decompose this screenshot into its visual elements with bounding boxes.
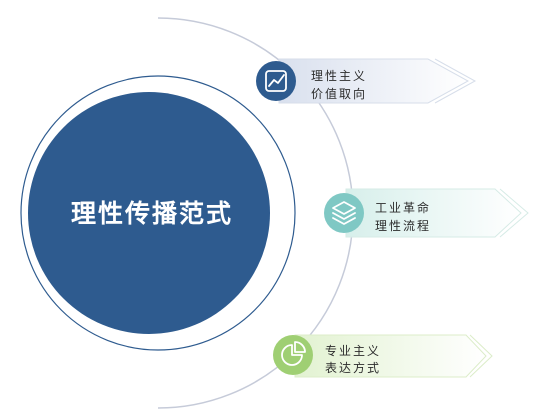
item-3: 专业主义 表达方式 [273, 334, 493, 378]
item-2-arrow-outline [499, 188, 529, 238]
main-circle-ring [20, 75, 296, 351]
center-title: 理性传播范式 [71, 199, 233, 228]
item-1-line2: 价值取向 [311, 86, 367, 101]
item-1-arrow [278, 58, 470, 104]
item-2-line2: 理性流程 [375, 218, 431, 233]
item-3-line2: 表达方式 [325, 360, 381, 375]
item-1: 理性主义 价值取向 [256, 58, 477, 104]
item-2-line1: 工业革命 [375, 200, 431, 215]
item-3-arrow [294, 334, 487, 378]
item-1-arrow-outline [434, 58, 477, 104]
item-3-line1: 专业主义 [325, 343, 381, 358]
item-1-line1: 理性主义 [311, 69, 367, 83]
main-circle [28, 92, 270, 334]
layers-icon [332, 201, 356, 225]
line-chart-icon [265, 70, 287, 92]
item-3-arrow-outline [469, 334, 493, 378]
item-2-arrow [345, 188, 522, 238]
pie-chart-icon [281, 341, 306, 366]
item-2: 工业革命 理性流程 [324, 188, 529, 238]
